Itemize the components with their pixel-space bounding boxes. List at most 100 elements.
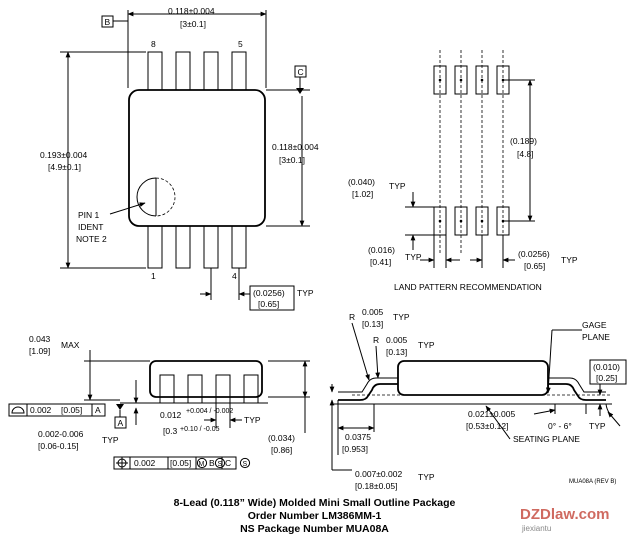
right-lead bbox=[548, 383, 606, 401]
lead-width-typ: TYP bbox=[244, 415, 261, 425]
pitch-typ: TYP bbox=[297, 288, 314, 298]
detail-view: R 0.005 [0.13] TYP R 0.005 [0.13] TYP GA… bbox=[329, 307, 627, 491]
land-pitch-mm: [0.65] bbox=[524, 261, 545, 271]
height-mm: [1.09] bbox=[29, 346, 50, 356]
lead-length-in: 0.0375 bbox=[345, 432, 371, 442]
width-dim-in: 0.118±0.004 bbox=[168, 6, 215, 16]
pitch-box bbox=[249, 285, 295, 311]
position-ref-s1: S bbox=[218, 461, 223, 468]
watermark-logo: DZDlaw.com bbox=[520, 506, 610, 523]
land-pads-lower bbox=[433, 206, 510, 236]
side-view: 0.043 [1.09] MAX (0.034) [0.86] 0.002 [0… bbox=[8, 334, 310, 470]
flatness-value: 0.002 bbox=[30, 405, 52, 415]
position-ref-b: B bbox=[209, 458, 215, 468]
pin-5-label: 5 bbox=[238, 39, 243, 49]
lead-width-in-tol: +0.004 / -0.002 bbox=[186, 408, 233, 415]
top-view: B 0.118±0.004 [3±0.1] 8 5 PIN 1 IDENT NO… bbox=[40, 6, 319, 311]
pin-1-label: 1 bbox=[151, 271, 156, 281]
land-pattern: (0.189) [4.8] (0.040) [1.02] TYP (0.016)… bbox=[348, 50, 578, 292]
detail-body bbox=[397, 360, 549, 396]
position-mm: [0.05] bbox=[170, 458, 191, 468]
gage-dim-box bbox=[589, 359, 627, 385]
body-dim-mm: [3±0.1] bbox=[279, 155, 305, 165]
watermark-subtext: jiexiantu bbox=[522, 524, 552, 533]
pin-8-label: 8 bbox=[151, 39, 156, 49]
lead-width-mm-tol: +0.10 / -0.05 bbox=[180, 426, 220, 433]
lead-width-in: 0.012 bbox=[160, 410, 182, 420]
side-leads bbox=[159, 374, 259, 404]
r2-in: 0.005 bbox=[386, 335, 408, 345]
seating-plane-label: SEATING PLANE bbox=[513, 434, 580, 444]
land-padlen-typ: TYP bbox=[389, 181, 406, 191]
position-control-frame: 0.002 [0.05] M B S C S bbox=[113, 456, 251, 470]
caption-line3: NS Package Number MUA08A bbox=[240, 523, 389, 535]
standoff-typ: TYP bbox=[102, 435, 119, 445]
datum-b-label: B bbox=[105, 17, 111, 27]
pin1-notch bbox=[136, 177, 157, 217]
land-pitch-in: (0.0256) bbox=[518, 249, 550, 259]
standoff-mm: [0.06-0.15] bbox=[38, 441, 79, 451]
land-padlen-in: (0.040) bbox=[348, 177, 375, 187]
height-in: 0.043 bbox=[29, 334, 51, 344]
pitch-mm: [0.65] bbox=[258, 299, 279, 309]
top-leads-upper bbox=[147, 51, 247, 91]
angle-label: 0° - 6° bbox=[548, 421, 572, 431]
pin1-ident-note: NOTE 2 bbox=[76, 234, 107, 244]
pin-4-label: 4 bbox=[232, 271, 237, 281]
top-leads-lower bbox=[147, 225, 247, 269]
body-height-mm: [0.86] bbox=[271, 445, 292, 455]
datum-a-label: A bbox=[118, 418, 124, 428]
r2-mm: [0.13] bbox=[386, 347, 407, 357]
gage-dim-in: (0.010) bbox=[593, 362, 620, 372]
drawing-id: MUA08A (REV B) bbox=[569, 479, 616, 485]
r2-typ: TYP bbox=[418, 340, 435, 350]
body-dim-in: 0.118±0.004 bbox=[272, 142, 319, 152]
datum-a-box bbox=[114, 416, 127, 429]
land-padw-typ: TYP bbox=[405, 252, 422, 262]
pin1-ident-line2: IDENT bbox=[78, 222, 104, 232]
position-tol: 0.002 bbox=[134, 458, 156, 468]
r1-label: R bbox=[349, 312, 355, 322]
r2-label: R bbox=[373, 335, 379, 345]
land-centerlines bbox=[439, 50, 504, 255]
angle-typ: TYP bbox=[589, 421, 606, 431]
flatness-datum: A bbox=[95, 405, 101, 415]
height-max: MAX bbox=[61, 340, 80, 350]
land-pitch-typ: TYP bbox=[561, 255, 578, 265]
standoff-in: 0.002-0.006 bbox=[38, 429, 84, 439]
land-pattern-caption: LAND PATTERN RECOMMENDATION bbox=[394, 282, 542, 292]
land-padw-in: (0.016) bbox=[368, 245, 395, 255]
length-dim-in: 0.193±0.004 bbox=[40, 150, 87, 160]
foot-length-mm: [0.53±0.12] bbox=[466, 421, 508, 431]
caption-line2: Order Number LM386MM-1 bbox=[247, 510, 382, 522]
side-body bbox=[149, 360, 263, 398]
gage-label-line2: PLANE bbox=[582, 332, 610, 342]
land-padw-mm: [0.41] bbox=[370, 257, 391, 267]
land-pads-upper bbox=[433, 65, 510, 95]
gage-dim-mm: [0.25] bbox=[596, 373, 617, 383]
land-padlen-mm: [1.02] bbox=[352, 189, 373, 199]
flatness-mm: [0.05] bbox=[61, 405, 82, 415]
r1-in: 0.005 bbox=[362, 307, 384, 317]
package-body bbox=[128, 89, 266, 227]
width-dim-mm: [3±0.1] bbox=[180, 19, 206, 29]
position-ref-s2: S bbox=[243, 461, 248, 468]
datum-c-label: C bbox=[298, 67, 304, 77]
lead-length-mm: [0.953] bbox=[342, 444, 368, 454]
left-lead bbox=[338, 383, 398, 401]
length-dim-mm: [4.9±0.1] bbox=[48, 162, 81, 172]
thickness-typ: TYP bbox=[418, 472, 435, 482]
gage-label-line1: GAGE bbox=[582, 320, 607, 330]
r1-typ: TYP bbox=[393, 312, 410, 322]
land-span-mm: [4.8] bbox=[517, 149, 534, 159]
position-ref-m: M bbox=[199, 461, 205, 468]
thickness-in: 0.007±0.002 bbox=[355, 469, 402, 479]
r1-mm: [0.13] bbox=[362, 319, 383, 329]
body-height-in: (0.034) bbox=[268, 433, 295, 443]
lead-width-mm: [0.3 bbox=[163, 426, 177, 436]
thickness-mm: [0.18±0.05] bbox=[355, 481, 397, 491]
position-ref-c: C bbox=[225, 458, 231, 468]
land-span-in: (0.189) bbox=[510, 136, 537, 146]
pin1-ident-line1: PIN 1 bbox=[78, 210, 100, 220]
